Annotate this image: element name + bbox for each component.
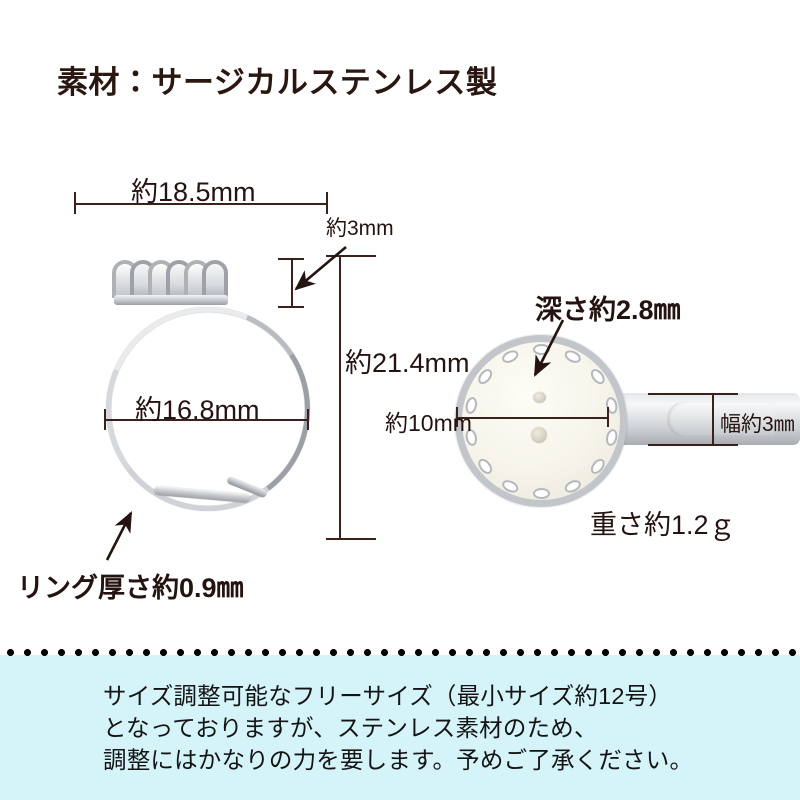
dimension-line-overall-height <box>339 255 341 540</box>
ring-band-strip-inner <box>667 401 775 437</box>
ring-band-outer <box>106 307 310 511</box>
bezel-cup-hole <box>532 487 550 499</box>
dimension-label-overall-width: 約18.5mm <box>131 177 256 207</box>
weight-label: 重さ約1.2ｇ <box>590 510 736 540</box>
dimension-cap-top <box>278 258 304 260</box>
bezel-cup-hole <box>475 455 495 476</box>
bezel-cup-hole <box>587 366 607 387</box>
dimension-cap-bottom <box>648 444 738 446</box>
dimension-line-inner-diameter <box>104 419 309 421</box>
dimension-cap-right <box>607 407 609 427</box>
dimension-label-inner-diameter: 約16.8mm <box>135 395 260 425</box>
bezel-cup-hole <box>499 347 520 365</box>
notice-text-block: サイズ調整可能なフリーサイズ（最小サイズ約12号） となっておりますが、ステンレ… <box>103 680 693 776</box>
notice-line-1: サイズ調整可能なフリーサイズ（最小サイズ約12号） <box>103 683 673 709</box>
dimension-cap-left <box>456 407 458 427</box>
dimension-line-crown-height <box>291 258 293 308</box>
dimension-cap-bottom <box>326 538 376 540</box>
ring-band-strip <box>605 393 800 445</box>
dimension-cap-left <box>104 409 106 430</box>
page-title: 素材：サージカルステンレス製 <box>57 65 498 100</box>
dimension-cap-top <box>648 393 738 395</box>
dimension-label-crown-height: 約3mm <box>326 217 394 240</box>
dimension-label-overall-height: 約21.4mm <box>345 348 470 378</box>
bezel-cup-hole <box>603 427 619 447</box>
dimension-cap-right <box>326 192 328 214</box>
dimension-label-cup-diameter: 約10mm <box>385 410 472 436</box>
dimension-line-cup-diameter <box>456 417 609 419</box>
crown-scallop <box>202 260 228 298</box>
bezel-cup-hole <box>562 477 583 495</box>
bezel-cup-perforations <box>455 335 627 507</box>
bezel-cup-hole <box>499 477 520 495</box>
bezel-cup-hole <box>562 347 583 365</box>
bezel-cup-hole <box>475 366 495 387</box>
ring-side-view-photo <box>75 247 341 547</box>
notice-line-3: 調整にはかなりの力を要します。予めご了承ください。 <box>103 747 694 773</box>
dimension-label-band-width: 幅約3㎜ <box>720 413 795 436</box>
dimension-line-band-width <box>712 393 714 445</box>
ring-crown-bezel <box>112 251 230 305</box>
dimension-label-cup-depth: 深さ約2.8㎜ <box>535 295 681 325</box>
dimension-label-band-thickness: リング厚さ約0.9㎜ <box>17 573 244 603</box>
crown-base-rim <box>114 295 228 305</box>
dimension-cap-top <box>326 255 376 257</box>
bezel-cup-mark-upper <box>533 392 546 403</box>
dimension-cap-right <box>307 409 309 430</box>
notice-line-2: となっておりますが、ステンレス素材のため、 <box>103 715 598 741</box>
dimension-cap-bottom <box>278 306 304 308</box>
dotted-divider <box>0 648 800 657</box>
bezel-cup-hole <box>532 343 550 355</box>
bezel-cup-hole <box>587 455 607 476</box>
bezel-cup-mark-lower <box>531 427 547 443</box>
notice-panel: サイズ調整可能なフリーサイズ（最小サイズ約12号） となっておりますが、ステンレ… <box>0 655 800 800</box>
dimension-cap-left <box>74 192 76 214</box>
dimension-line-overall-width <box>74 203 328 205</box>
